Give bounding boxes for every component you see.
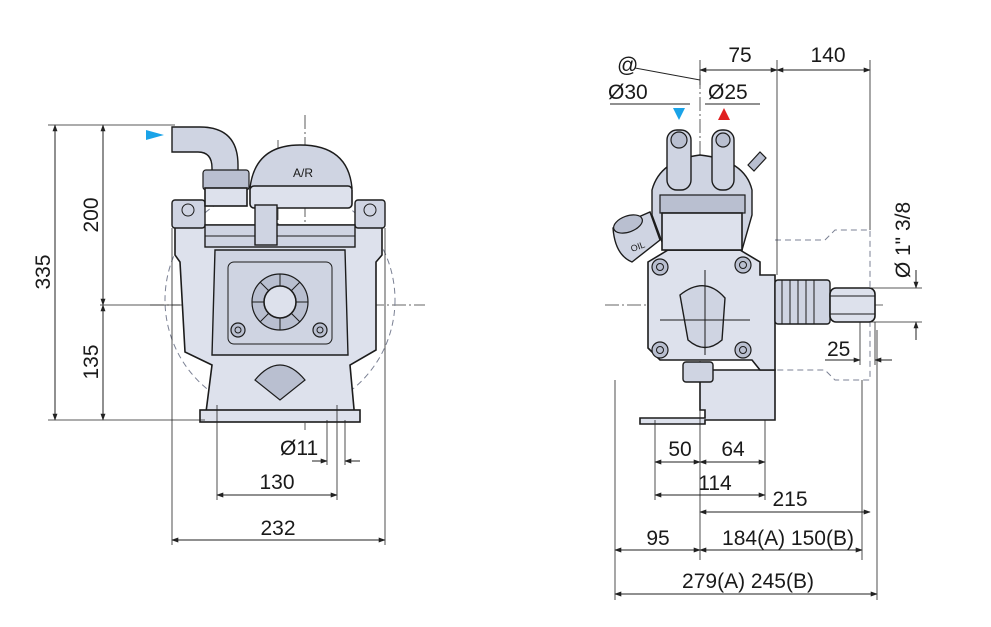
dim-at-mark: @	[617, 54, 638, 77]
dim-140: 140	[810, 44, 845, 67]
dim-95: 95	[646, 527, 669, 550]
air-chamber-dome	[249, 144, 353, 189]
dim-hole-spacing: 130	[259, 471, 294, 494]
side-view: OIL @ 75 140 Ø30 Ø25	[605, 44, 922, 600]
dim-lower-height: 135	[80, 344, 103, 379]
air-chamber-label: A/R	[293, 166, 313, 180]
dim-25: 25	[827, 338, 850, 361]
dim-outlet-diameter: Ø30	[608, 81, 648, 104]
dim-50: 50	[668, 438, 691, 461]
front-view: A/R 335 200 135 Ø11 130	[32, 115, 425, 545]
dim-215: 215	[772, 488, 807, 511]
dim-inlet-diameter: Ø25	[708, 81, 748, 104]
dim-mount-hole: Ø11	[280, 437, 318, 460]
dim-shaft-diameter: Ø 1" 3/8	[892, 202, 915, 278]
dim-overall-height: 335	[32, 254, 55, 289]
inlet-arrow-side	[673, 108, 685, 120]
dim-64: 64	[721, 438, 745, 461]
oil-label: OIL	[629, 240, 646, 254]
dim-upper-height: 200	[80, 197, 103, 232]
input-shaft	[774, 279, 831, 325]
dim-279-245: 279(A) 245(B)	[682, 570, 814, 593]
dim-114: 114	[698, 472, 732, 495]
inlet-arrow	[146, 130, 164, 140]
dim-overall-width: 232	[260, 517, 295, 540]
dim-184-150: 184(A) 150(B)	[722, 527, 854, 550]
dim-75: 75	[728, 44, 751, 67]
outlet-arrow-side	[718, 108, 730, 120]
